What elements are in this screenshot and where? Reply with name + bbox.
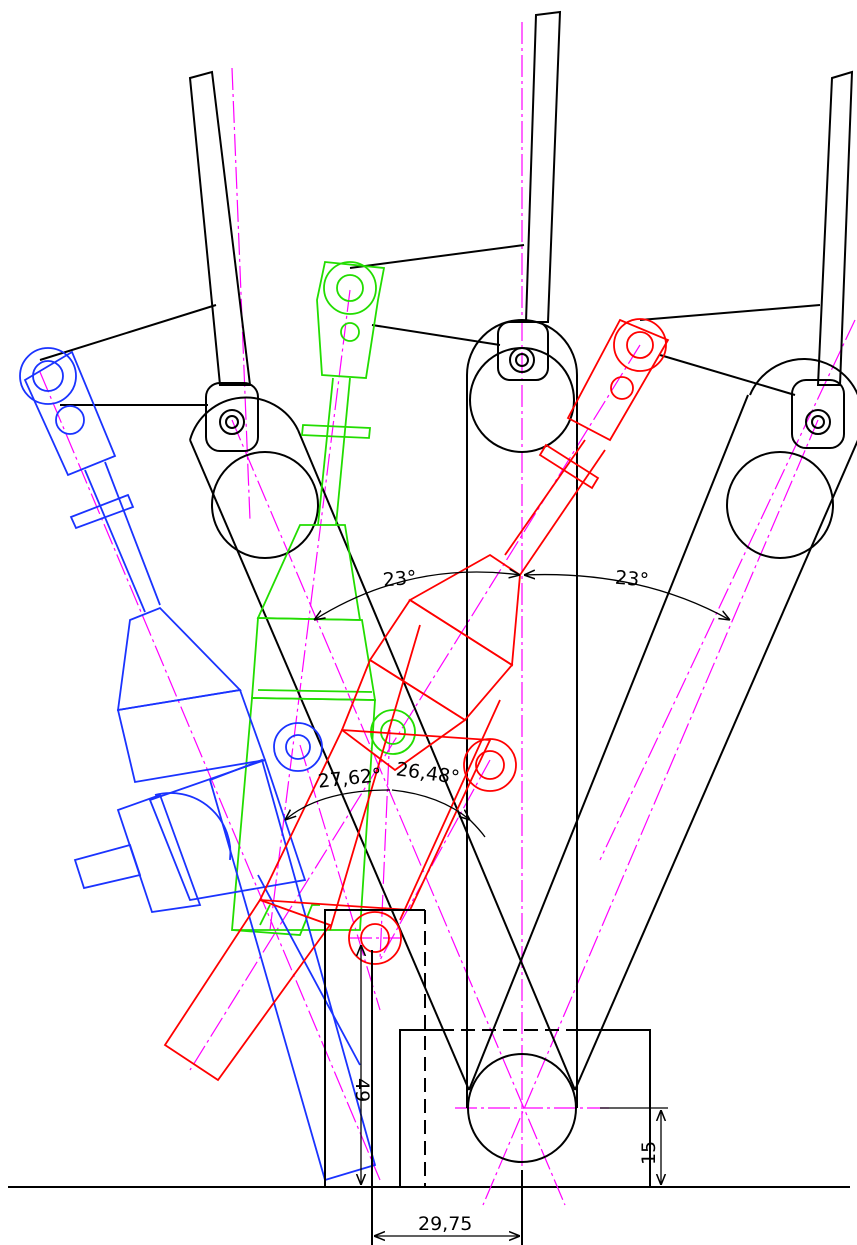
height-base-label: 15	[638, 1141, 660, 1165]
angle-right-lower-label: 26,48°	[395, 758, 461, 789]
cylinder-green	[231, 261, 416, 936]
linear-dimensions	[361, 945, 668, 1236]
height-pin-label: 49	[351, 1078, 373, 1102]
cylinder-blue	[19, 347, 377, 1182]
arm-left	[188, 70, 576, 1091]
angle-arcs	[285, 572, 730, 838]
centerlines	[39, 22, 856, 1215]
links	[39, 244, 821, 406]
angle-left-upper-label: 23°	[382, 567, 417, 592]
width-offset-label: 29,75	[418, 1213, 472, 1235]
angle-right-upper-label: 23°	[614, 567, 649, 592]
arm-center	[466, 10, 578, 1108]
construction-frames	[324, 909, 651, 1245]
arm-right	[468, 70, 857, 1091]
angle-left-lower-label: 27,62°	[317, 764, 383, 793]
